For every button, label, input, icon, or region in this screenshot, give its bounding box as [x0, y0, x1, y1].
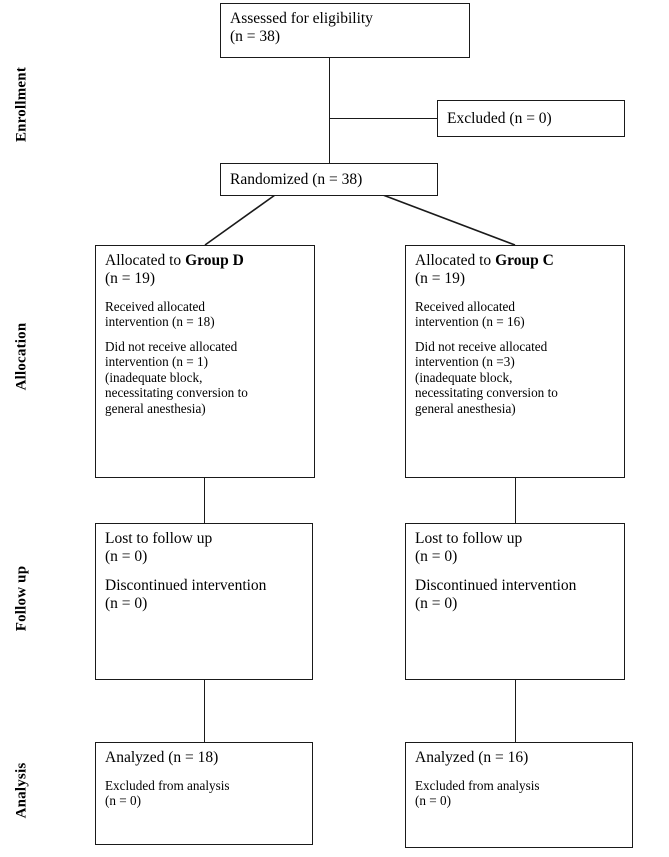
stage-label-enrollment: Enrollment: [13, 66, 30, 143]
alloc-left-received-line-2: intervention (n = 18): [105, 314, 215, 330]
node-assessed-for-eligibility: Assessed for eligibility (n = 38): [220, 3, 470, 58]
alloc-right-group-name: Group C: [495, 252, 554, 269]
node-analysis-left: Analyzed (n = 18) Excluded from analysis…: [95, 742, 313, 845]
node-allocation-group-c: Allocated to Group C (n = 19) Received a…: [405, 245, 625, 478]
connector-followup-right-to-analysis: [515, 680, 516, 742]
analysis-right-excluded-line-1: Excluded from analysis: [415, 777, 540, 793]
alloc-right-notreceived-line-2: intervention (n =3): [415, 354, 515, 370]
node-randomized: Randomized (n = 38): [220, 163, 438, 196]
stage-label-follow-up: Follow up: [13, 565, 30, 632]
follow-right-lost-line-2: (n = 0): [415, 547, 458, 565]
randomized-line-1: Randomized (n = 38): [230, 170, 363, 188]
analysis-right-excluded-line-2: (n = 0): [415, 793, 452, 809]
alloc-right-notreceived-line-3: (inadequate block,: [415, 369, 513, 385]
node-allocation-group-d: Allocated to Group D (n = 19) Received a…: [95, 245, 315, 478]
analysis-left-excluded-line-1: Excluded from analysis: [105, 777, 230, 793]
alloc-left-heading-prefix: Allocated to: [105, 252, 186, 269]
follow-left-disc-line-2: (n = 0): [105, 594, 148, 612]
connector-assessed-to-randomized: [329, 57, 330, 163]
alloc-left-received-line-1: Received allocated: [105, 298, 205, 314]
node-followup-right: Lost to follow up (n = 0) Discontinued i…: [405, 523, 625, 680]
alloc-right-notreceived-line-1: Did not receive allocated: [415, 338, 548, 354]
alloc-right-heading-prefix: Allocated to: [415, 252, 496, 269]
connector-followup-left-to-analysis: [204, 680, 205, 742]
analysis-right-analyzed: Analyzed (n = 16): [415, 749, 529, 766]
follow-right-lost-line-1: Lost to follow up: [415, 530, 523, 547]
assessed-line-1: Assessed for eligibility: [230, 10, 373, 27]
follow-right-disc-line-1: Discontinued intervention: [415, 576, 577, 594]
alloc-left-notreceived-line-4: necessitating conversion to: [105, 385, 248, 401]
alloc-left-heading: Allocated to Group D: [105, 252, 305, 270]
node-excluded: Excluded (n = 0): [437, 100, 625, 137]
alloc-right-received-line-1: Received allocated: [415, 298, 515, 314]
connector-to-excluded: [329, 118, 437, 119]
alloc-left-notreceived-line-2: intervention (n = 1): [105, 354, 209, 370]
alloc-right-notreceived-line-4: necessitating conversion to: [415, 385, 558, 401]
node-followup-left: Lost to follow up (n = 0) Discontinued i…: [95, 523, 313, 680]
alloc-right-heading-n: (n = 19): [415, 269, 466, 287]
follow-left-disc-line-1: Discontinued intervention: [105, 576, 267, 594]
alloc-left-notreceived-line-5: general anesthesia): [105, 400, 206, 416]
connector-alloc-left-to-followup: [204, 478, 205, 523]
alloc-left-group-name: Group D: [185, 252, 244, 269]
follow-left-lost-line-2: (n = 0): [105, 547, 148, 565]
alloc-right-heading: Allocated to Group C: [415, 252, 615, 270]
analysis-left-analyzed: Analyzed (n = 18): [105, 749, 219, 766]
connector-alloc-right-to-followup: [515, 478, 516, 523]
analysis-left-excluded-line-2: (n = 0): [105, 793, 142, 809]
alloc-left-notreceived-line-1: Did not receive allocated: [105, 338, 238, 354]
connector-randomized-split: [204, 194, 516, 246]
alloc-right-notreceived-line-5: general anesthesia): [415, 400, 516, 416]
excluded-line-1: Excluded (n = 0): [447, 109, 552, 127]
alloc-left-heading-n: (n = 19): [105, 269, 156, 287]
follow-right-disc-line-2: (n = 0): [415, 594, 458, 612]
follow-left-lost-line-1: Lost to follow up: [105, 530, 213, 547]
node-analysis-right: Analyzed (n = 16) Excluded from analysis…: [405, 742, 633, 848]
assessed-line-2: (n = 38): [230, 27, 281, 45]
stage-label-allocation: Allocation: [13, 322, 30, 391]
stage-label-analysis: Analysis: [13, 762, 30, 819]
alloc-right-received-line-2: intervention (n = 16): [415, 314, 525, 330]
alloc-left-notreceived-line-3: (inadequate block,: [105, 369, 203, 385]
